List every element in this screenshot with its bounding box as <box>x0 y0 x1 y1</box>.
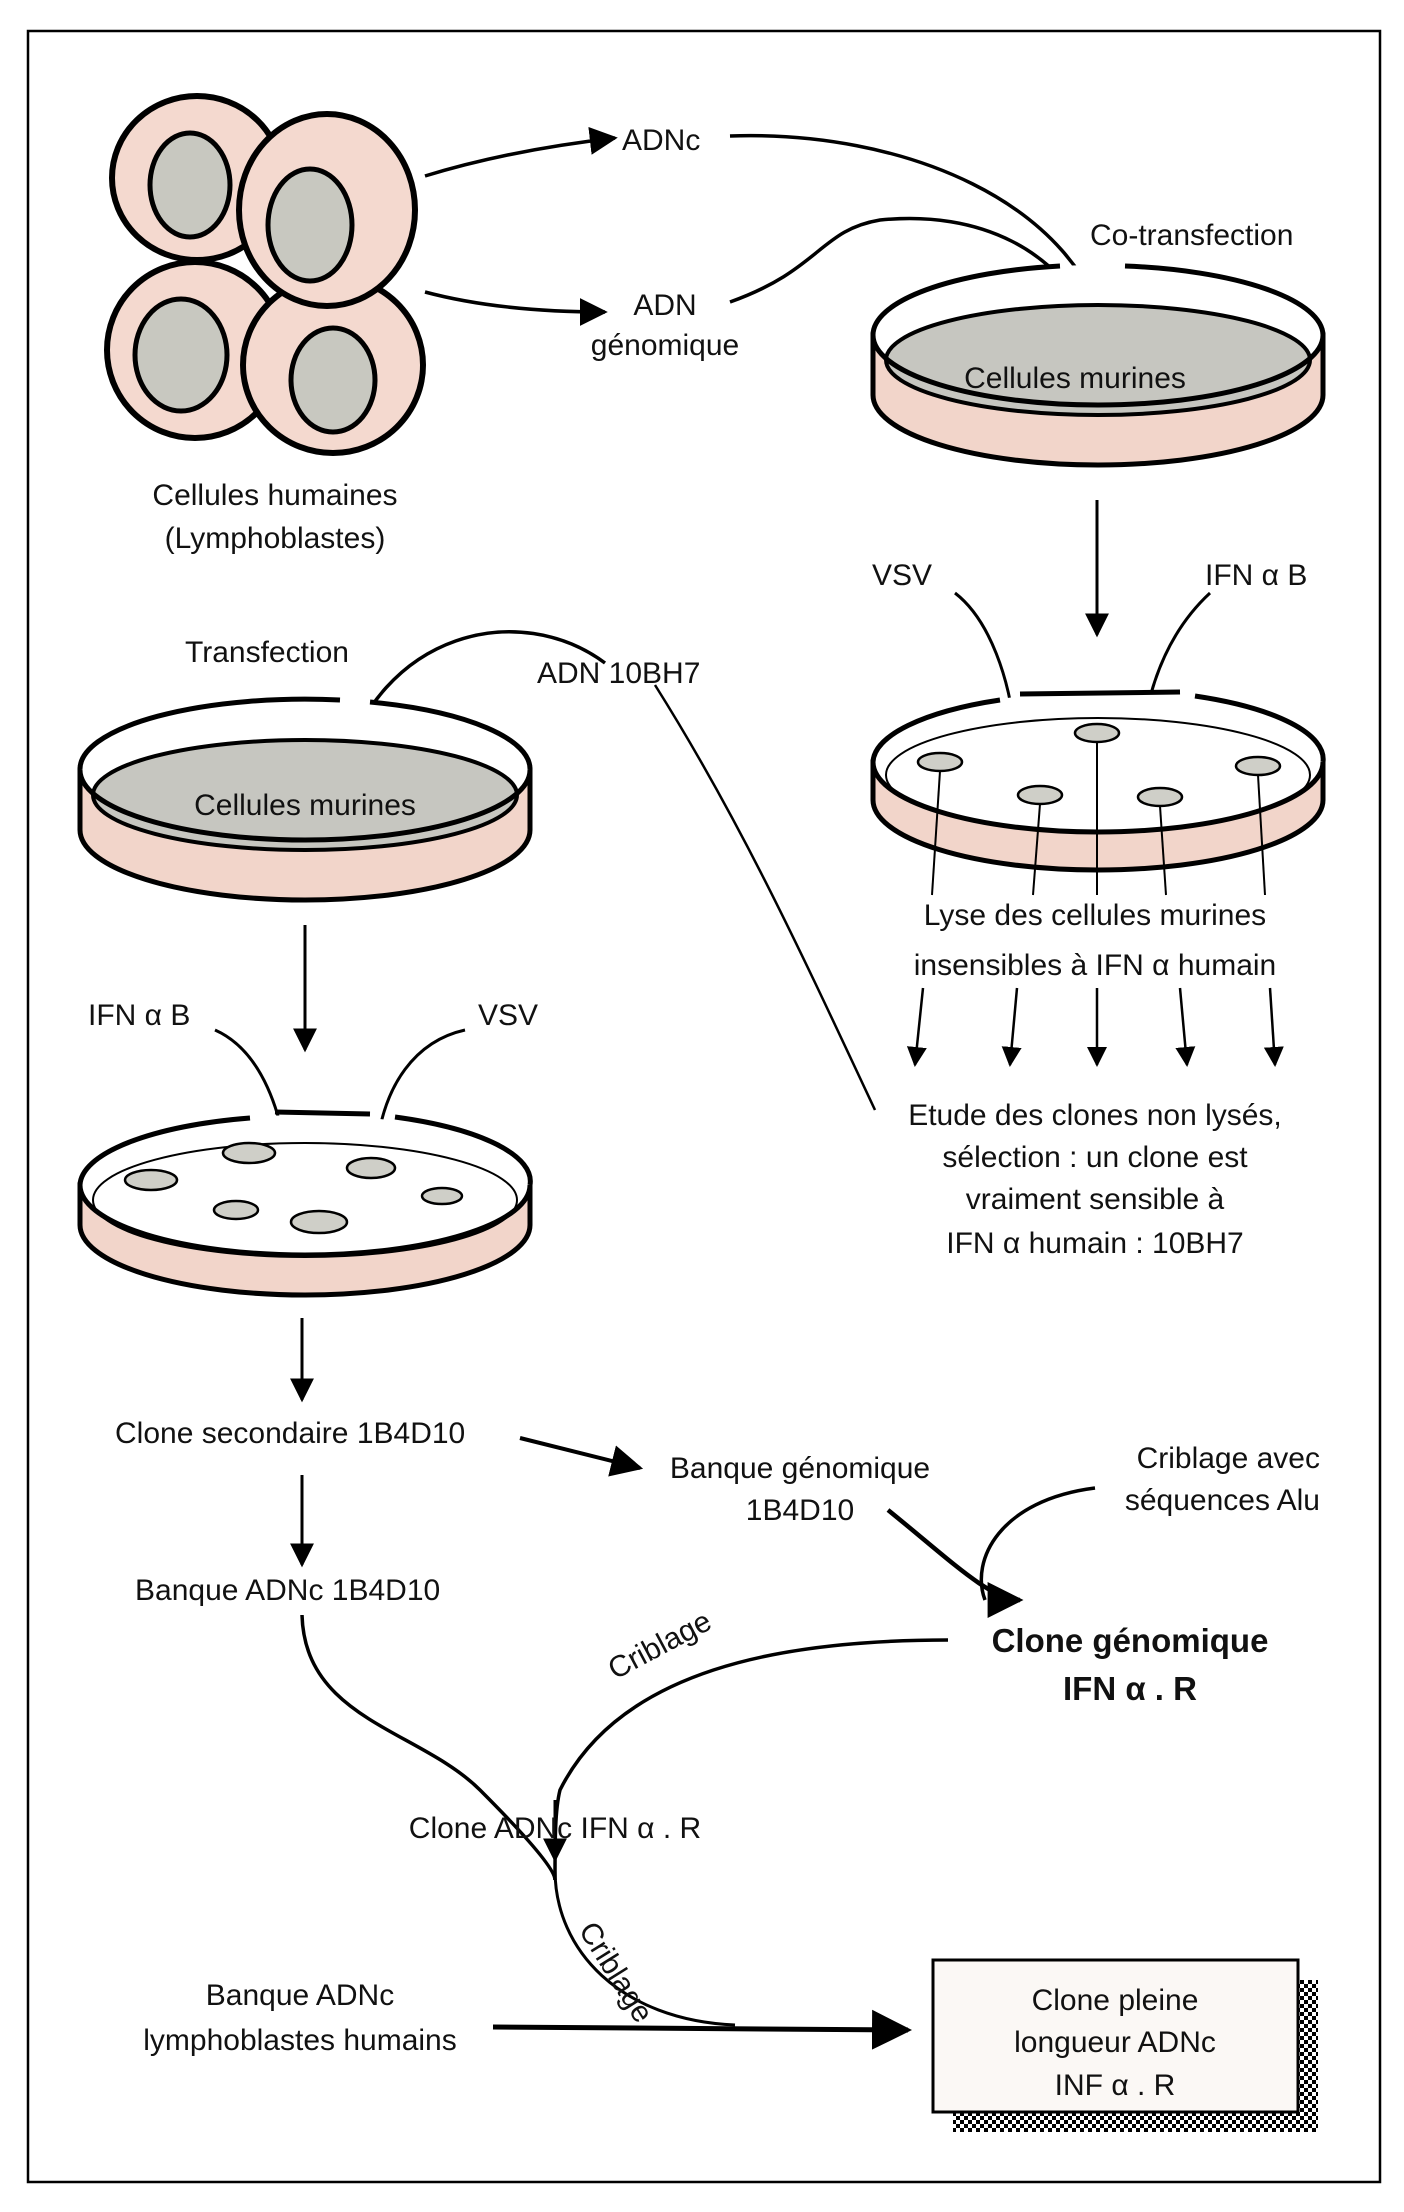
final-line1: Clone pleine <box>1032 1984 1199 2017</box>
final-line3: INF α . R <box>1055 2069 1176 2102</box>
clone-genomique-line2: IFN α . R <box>1063 1670 1197 1707</box>
petri-dish-transfection <box>77 696 533 903</box>
left-ifn-label: IFN α B <box>88 999 190 1032</box>
etude-line2: sélection : un clone est <box>942 1141 1248 1174</box>
colonies <box>916 722 1282 808</box>
etude-line3: vraiment sensible à <box>966 1183 1225 1216</box>
final-line2: longueur ADNc <box>1014 2026 1216 2059</box>
left-vsv-label: VSV <box>478 999 538 1032</box>
petri-dish-cotransfection <box>870 263 1326 468</box>
lyse-arrows <box>906 987 1284 1067</box>
right-ifn-label: IFN α B <box>1205 559 1307 592</box>
right-vsv-label: VSV <box>872 559 932 592</box>
arrow-banque-lympho-to-final <box>492 2009 912 2050</box>
curve-clone-adnc-to-final <box>553 1869 736 2027</box>
left-dish-label: Cellules murines <box>194 789 416 822</box>
banque-lympho-line1: Banque ADNc <box>206 1979 394 2012</box>
arrow-clone-to-banque-genomique <box>519 1436 644 1477</box>
connector-etude-to-adn-10bh7 <box>653 684 877 1111</box>
etude-line1: Etude des clones non lysés, <box>908 1099 1282 1132</box>
cell <box>236 111 418 309</box>
human-cells-cluster <box>104 93 426 456</box>
clone-adnc-label: Clone ADNc IFN α . R <box>409 1812 701 1845</box>
clone-secondaire-label: Clone secondaire 1B4D10 <box>115 1417 465 1450</box>
banque-genomique-line1: Banque génomique <box>670 1452 930 1485</box>
adn-genomique-label-line2: génomique <box>591 329 739 362</box>
cells-caption-line1: Cellules humaines <box>152 479 397 512</box>
cotransfection-label: Co-transfection <box>1090 219 1293 252</box>
clone-genomique-line1: Clone génomique <box>992 1622 1269 1659</box>
banque-lympho-line2: lymphoblastes humains <box>143 2024 457 2057</box>
lyse-line1: Lyse des cellules murines <box>924 899 1266 932</box>
adnc-label: ADNc <box>622 124 700 157</box>
arrow-banque-genomique-to-clone-genomique <box>886 1508 1024 1618</box>
adn-genomique-label-line1: ADN <box>633 289 696 322</box>
arrow-criblage-alu <box>979 1486 1096 1601</box>
transfection-label: Transfection <box>185 636 349 669</box>
figure-frame <box>26 29 1382 2184</box>
cells-caption-line2: (Lymphoblastes) <box>165 522 386 555</box>
criblage-alu-line1: Criblage avec <box>1137 1442 1320 1475</box>
final-clone-box <box>931 1958 1318 2132</box>
banque-genomique-line2: 1B4D10 <box>746 1494 854 1527</box>
colonies <box>123 1141 464 1235</box>
etude-line4: IFN α humain : 10BH7 <box>946 1227 1243 1260</box>
merge-curve-banque-adnc <box>300 1614 557 1881</box>
final-box <box>931 1958 1300 2114</box>
petri-dish-selection-right <box>870 689 1326 896</box>
adn-10bh7-label: ADN 10BH7 <box>537 657 700 690</box>
cell <box>104 259 286 441</box>
arrow-cells-to-adn-genomique <box>424 290 608 326</box>
criblage-label-2: Criblage <box>572 1916 659 2028</box>
lyse-line2: insensibles à IFN α humain <box>914 949 1277 982</box>
cell <box>240 274 426 456</box>
criblage-alu-line2: séquences Alu <box>1125 1484 1320 1517</box>
dish1-label: Cellules murines <box>964 362 1186 395</box>
banque-adnc-label: Banque ADNc 1B4D10 <box>135 1574 440 1607</box>
petri-dish-selection-left <box>77 1109 533 1298</box>
colony-leader-lines <box>931 742 1266 896</box>
arrow-cells-to-adnc <box>424 126 618 178</box>
